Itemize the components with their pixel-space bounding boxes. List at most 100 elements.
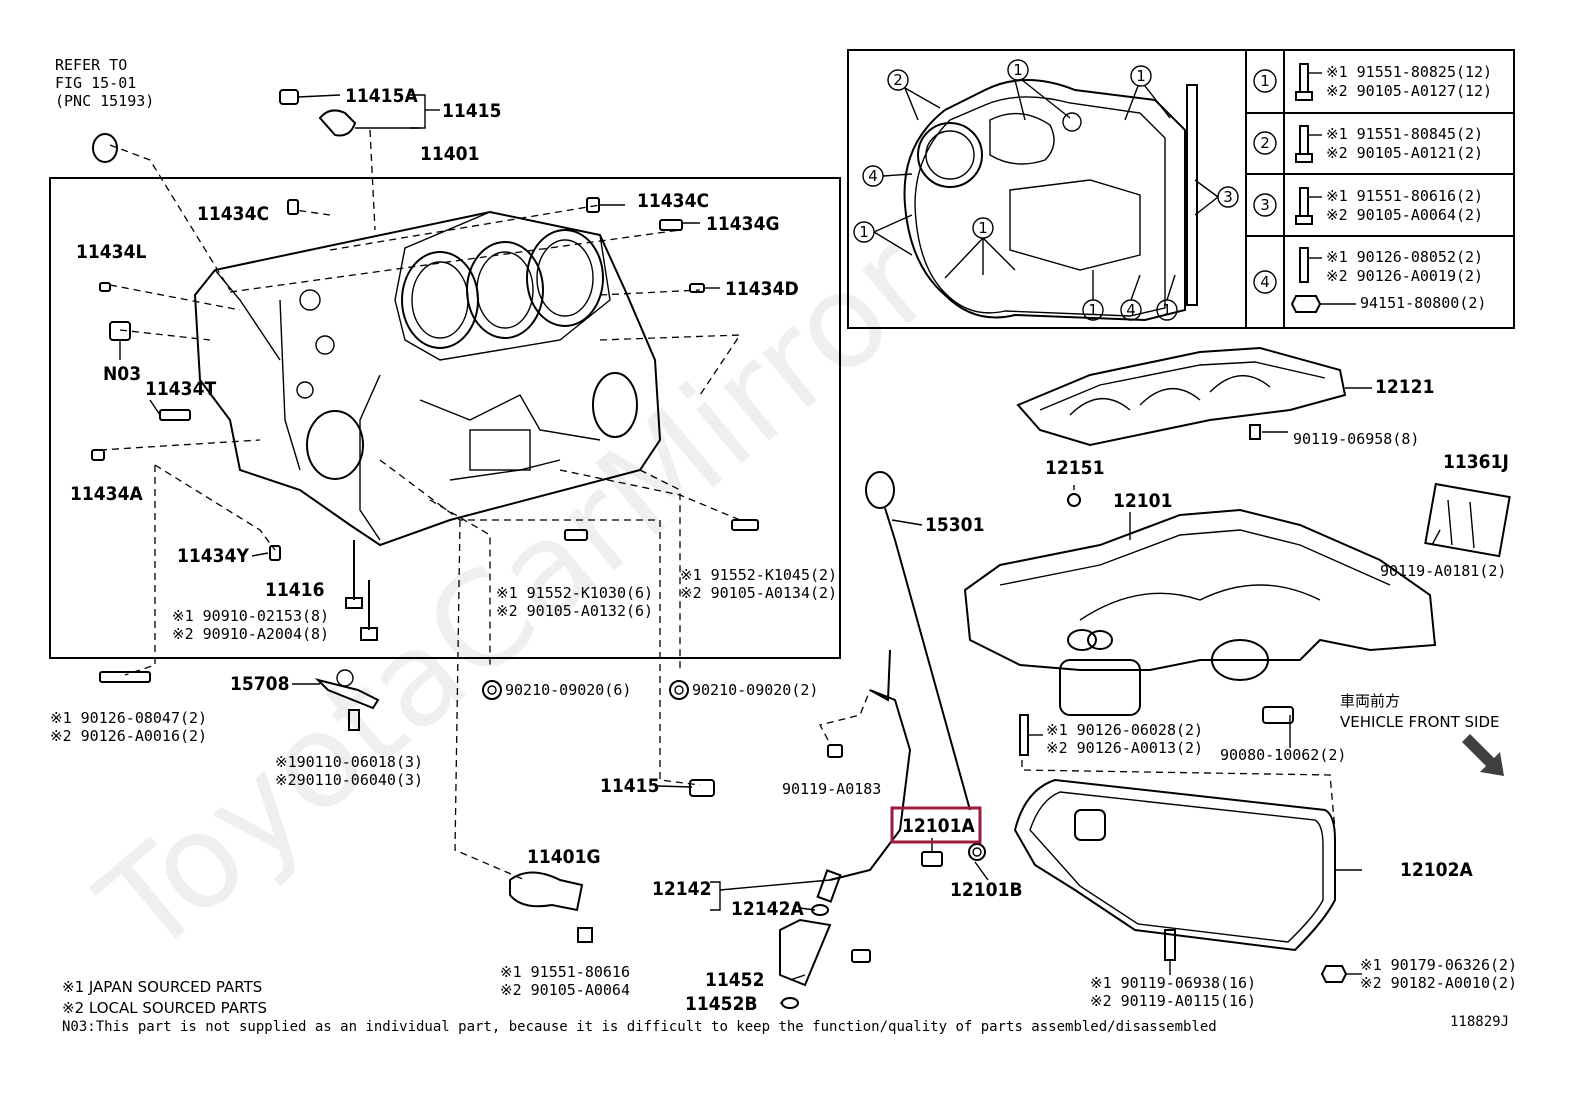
label-leaders xyxy=(119,94,720,788)
svg-text:1: 1 xyxy=(1162,301,1172,319)
svg-text:90210-09020(6): 90210-09020(6) xyxy=(505,681,631,699)
svg-text:90119-A0183: 90119-A0183 xyxy=(782,780,881,798)
svg-text:※2 90182-A0010(2): ※2 90182-A0010(2) xyxy=(1360,974,1517,992)
oil-pan-leaders xyxy=(710,387,1441,1004)
label-11415: 11415 xyxy=(442,100,501,122)
label-11401G: 11401G xyxy=(527,846,601,868)
svg-text:1: 1 xyxy=(1013,61,1023,79)
label-11415-lower: 11415 xyxy=(600,775,659,797)
label-12101A[interactable]: 12101A xyxy=(902,815,975,837)
table-row-4-line-3: 94151-80800(2) xyxy=(1360,294,1486,312)
cylinder-block-drawing xyxy=(193,210,662,547)
label-12151: 12151 xyxy=(1045,457,1104,479)
label-11434D: 11434D xyxy=(725,278,799,300)
label-12121: 12121 xyxy=(1375,376,1434,398)
label-11415A: 11415A xyxy=(345,85,418,107)
svg-text:※1 91551-80616: ※1 91551-80616 xyxy=(500,963,630,981)
table-row-3-line-1: ※1 91551-80616(2) xyxy=(1326,187,1483,205)
label-11434T: 11434T xyxy=(145,378,216,400)
svg-text:※1 90910-02153(8): ※1 90910-02153(8) xyxy=(172,607,329,625)
svg-text:※190110-06018(3): ※190110-06018(3) xyxy=(275,753,423,771)
label-11434C-right: 11434C xyxy=(637,190,709,212)
label-11434L: 11434L xyxy=(76,241,146,263)
block-frame xyxy=(49,177,841,659)
svg-text:1: 1 xyxy=(1088,301,1098,319)
svg-text:90119-A0181(2): 90119-A0181(2) xyxy=(1380,562,1506,580)
footnote-local: ※2 LOCAL SOURCED PARTS xyxy=(62,999,267,1017)
vehicle-front-en: VEHICLE FRONT SIDE xyxy=(1340,713,1500,731)
block-small-parts xyxy=(91,89,759,943)
vehicle-front-jp: 車両前方 xyxy=(1340,692,1400,710)
svg-text:4: 4 xyxy=(868,167,878,185)
svg-text:※2 90126-A0013(2): ※2 90126-A0013(2) xyxy=(1046,739,1203,757)
svg-text:※1 91552-K1045(2): ※1 91552-K1045(2) xyxy=(680,566,837,584)
table-row-1-line-1: ※1 91551-80825(12) xyxy=(1326,63,1492,81)
svg-text:※2 90910-A2004(8): ※2 90910-A2004(8) xyxy=(172,625,329,643)
svg-text:(PNC 15193): (PNC 15193) xyxy=(55,92,154,110)
svg-text:1: 1 xyxy=(978,219,988,237)
svg-text:※2 90119-A0115(16): ※2 90119-A0115(16) xyxy=(1090,992,1256,1010)
refer-to-note: REFER TO FIG 15-01 (PNC 15193) xyxy=(55,56,154,110)
svg-text:※2 90105-A0132(6): ※2 90105-A0132(6) xyxy=(496,602,653,620)
label-11452: 11452 xyxy=(705,969,764,991)
label-11434C-left: 11434C xyxy=(197,203,269,225)
svg-text:90119-06958(8): 90119-06958(8) xyxy=(1293,430,1419,448)
diagram-id: 118829J xyxy=(1450,1014,1509,1030)
svg-text:90210-09020(2): 90210-09020(2) xyxy=(692,681,818,699)
label-12101B: 12101B xyxy=(950,879,1023,901)
label-11434A: 11434A xyxy=(70,483,143,505)
svg-text:REFER TO: REFER TO xyxy=(55,56,127,74)
dipstick-drawing xyxy=(779,471,986,1009)
svg-text:90080-10062(2): 90080-10062(2) xyxy=(1220,746,1346,764)
fastener-labels: 90119-06958(8) 90119-A0181(2) 90119-A018… xyxy=(50,430,1517,1010)
bolt-table-box xyxy=(847,49,1515,329)
table-row-3-num: 3 xyxy=(1260,196,1270,214)
svg-text:※1 90119-06938(16): ※1 90119-06938(16) xyxy=(1090,974,1256,992)
svg-text:※1 90126-08047(2): ※1 90126-08047(2) xyxy=(50,709,207,727)
svg-text:※2 90105-A0134(2): ※2 90105-A0134(2) xyxy=(680,584,837,602)
label-N03: N03 xyxy=(103,363,141,385)
svg-text:※1 91552-K1030(6): ※1 91552-K1030(6) xyxy=(496,584,653,602)
svg-text:※2 90126-A0016(2): ※2 90126-A0016(2) xyxy=(50,727,207,745)
svg-text:※2 90105-A0064: ※2 90105-A0064 xyxy=(500,981,630,999)
label-15708: 15708 xyxy=(230,673,289,695)
label-11434Y: 11434Y xyxy=(177,545,249,567)
svg-text:※1 90179-06326(2): ※1 90179-06326(2) xyxy=(1360,956,1517,974)
svg-text:2: 2 xyxy=(893,71,903,89)
bolt-table: 1 2 3 4 ※1 91551-80825(12) ※2 90105-A012… xyxy=(1253,63,1492,312)
table-row-2-num: 2 xyxy=(1260,134,1270,152)
oil-pan-upper-drawing xyxy=(963,482,1511,716)
footnotes: ※1 JAPAN SOURCED PARTS ※2 LOCAL SOURCED … xyxy=(62,978,1509,1035)
table-row-3-line-2: ※2 90105-A0064(2) xyxy=(1326,206,1483,224)
table-row-1-num: 1 xyxy=(1260,72,1270,90)
svg-text:※290110-06040(3): ※290110-06040(3) xyxy=(275,771,423,789)
inset-callouts: 2 1 1 4 1 1 3 1 4 1 xyxy=(853,59,1239,321)
svg-text:※1 90126-06028(2): ※1 90126-06028(2) xyxy=(1046,721,1203,739)
footnote-japan: ※1 JAPAN SOURCED PARTS xyxy=(62,978,262,996)
label-12101: 12101 xyxy=(1113,490,1172,512)
label-12142A: 12142A xyxy=(731,898,804,920)
svg-text:FIG 15-01: FIG 15-01 xyxy=(55,74,136,92)
part-labels: 11415A 11415 11401 11434C 11434C 11434G … xyxy=(70,85,1509,1015)
svg-text:1: 1 xyxy=(1136,67,1146,85)
label-15301: 15301 xyxy=(925,514,984,536)
label-11434G: 11434G xyxy=(706,213,780,235)
footnote-n03: N03:This part is not supplied as an indi… xyxy=(62,1019,1217,1035)
table-row-4-num: 4 xyxy=(1260,273,1270,291)
table-row-2-line-2: ※2 90105-A0121(2) xyxy=(1326,144,1483,162)
highlight-box-12101A[interactable] xyxy=(890,806,982,844)
label-12142: 12142 xyxy=(652,878,711,900)
table-row-4-line-1: ※1 90126-08052(2) xyxy=(1326,248,1483,266)
timing-cover-drawing xyxy=(903,79,1198,322)
label-11401: 11401 xyxy=(420,143,479,165)
label-11361J: 11361J xyxy=(1443,451,1509,473)
label-12102A: 12102A xyxy=(1400,859,1473,881)
oil-pan-gasket-drawing xyxy=(1016,346,1347,447)
label-11416: 11416 xyxy=(265,579,324,601)
svg-text:3: 3 xyxy=(1223,188,1233,206)
label-11452B: 11452B xyxy=(685,993,758,1015)
table-row-4-line-2: ※2 90126-A0019(2) xyxy=(1326,267,1483,285)
svg-text:1: 1 xyxy=(859,223,869,241)
table-row-1-line-2: ※2 90105-A0127(12) xyxy=(1326,82,1492,100)
